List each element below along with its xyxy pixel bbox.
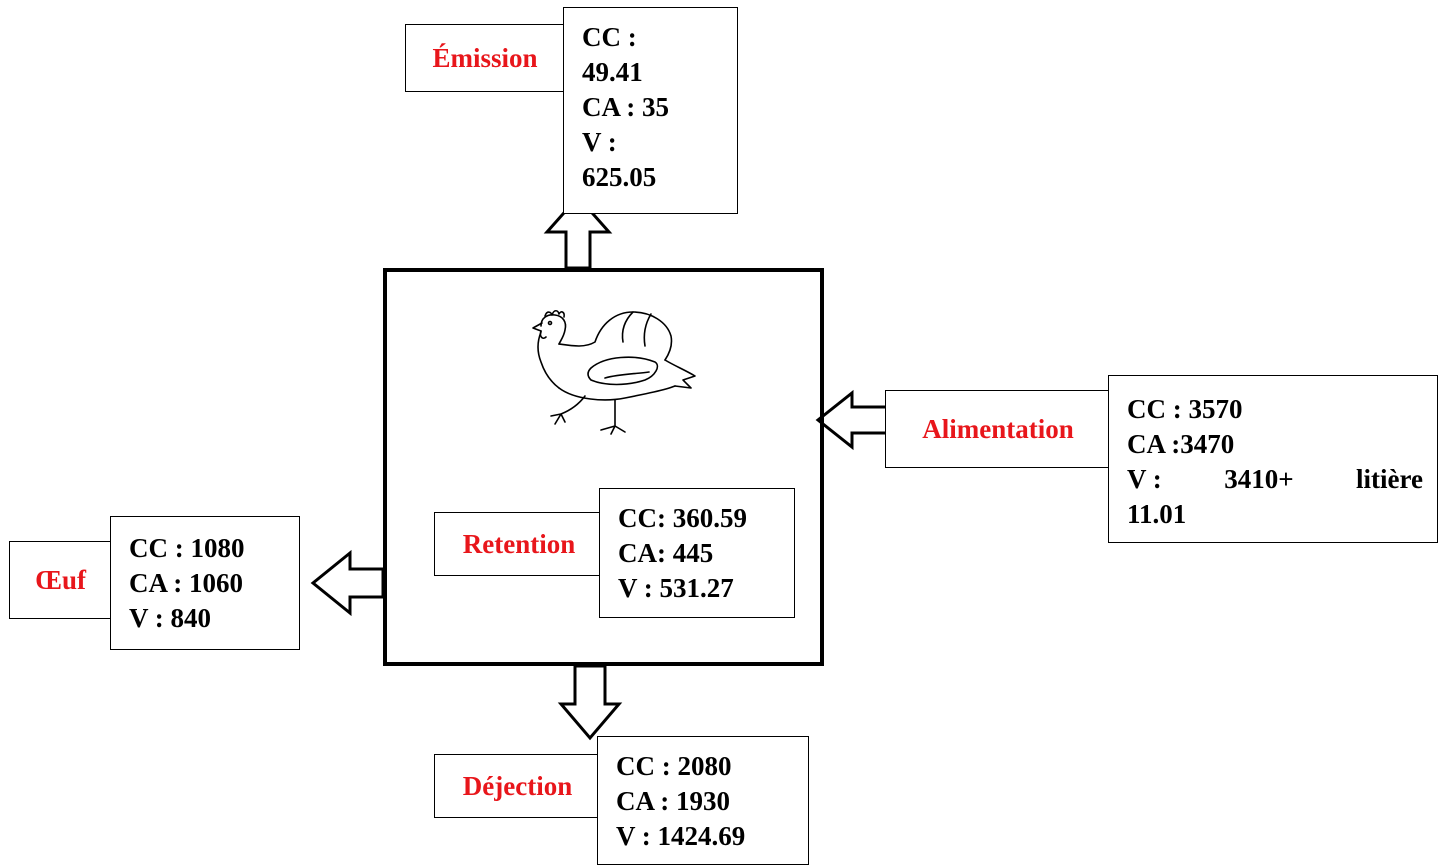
alimentation-v-prefix: V : — [1127, 464, 1162, 494]
alimentation-cc: CC : 3570 — [1127, 394, 1243, 424]
alimentation-v-extra: litière — [1356, 464, 1423, 494]
dejection-values: CC : 2080 CA : 1930 V : 1424.69 — [597, 736, 809, 865]
emission-label: Émission — [405, 24, 565, 92]
dejection-label-text: Déjection — [462, 770, 573, 801]
oeuf-values: CC : 1080 CA : 1060 V : 840 — [110, 516, 300, 650]
alimentation-v-cont: 11.01 — [1127, 499, 1187, 529]
arrow-left-alimentation — [815, 389, 889, 451]
alimentation-values: CC : 3570 CA :3470 V : 3410+ litière 11.… — [1108, 375, 1438, 543]
retention-ca: CA: 445 — [618, 538, 714, 568]
animal-box — [383, 268, 824, 666]
arrow-down-dejection — [557, 664, 623, 741]
retention-label: Retention — [434, 512, 604, 576]
alimentation-ca: CA :3470 — [1127, 429, 1235, 459]
oeuf-v: V : 840 — [129, 603, 212, 633]
dejection-label: Déjection — [434, 754, 601, 818]
oeuf-cc: CC : 1080 — [129, 533, 245, 563]
alimentation-label-text: Alimentation — [922, 413, 1074, 444]
arrow-up-emission — [543, 194, 613, 270]
oeuf-label-text: Œuf — [34, 564, 86, 595]
retention-v: V : 531.27 — [618, 573, 734, 603]
arrow-left-oeuf — [310, 549, 385, 617]
retention-cc: CC: 360.59 — [618, 503, 747, 533]
dejection-ca: CA : 1930 — [616, 786, 730, 816]
emission-values: CC : 49.41 CA : 35 V : 625.05 — [563, 7, 738, 214]
retention-label-text: Retention — [462, 528, 576, 559]
emission-cc-value: 49.41 — [582, 57, 643, 87]
dejection-v: V : 1424.69 — [616, 821, 746, 851]
dejection-cc: CC : 2080 — [616, 751, 732, 781]
retention-values: CC: 360.59 CA: 445 V : 531.27 — [599, 488, 795, 618]
oeuf-label: Œuf — [9, 541, 112, 619]
alimentation-v-line: V : 3410+ litière — [1127, 462, 1423, 497]
emission-label-text: Émission — [432, 42, 538, 73]
emission-ca: CA : 35 — [582, 92, 669, 122]
hen-icon — [532, 309, 696, 435]
alimentation-label: Alimentation — [885, 390, 1111, 468]
emission-cc-label: CC : — [582, 22, 637, 52]
oeuf-ca: CA : 1060 — [129, 568, 243, 598]
emission-v-value: 625.05 — [582, 162, 657, 192]
emission-v-label: V : — [582, 127, 617, 157]
alimentation-v-value: 3410+ — [1224, 464, 1294, 494]
